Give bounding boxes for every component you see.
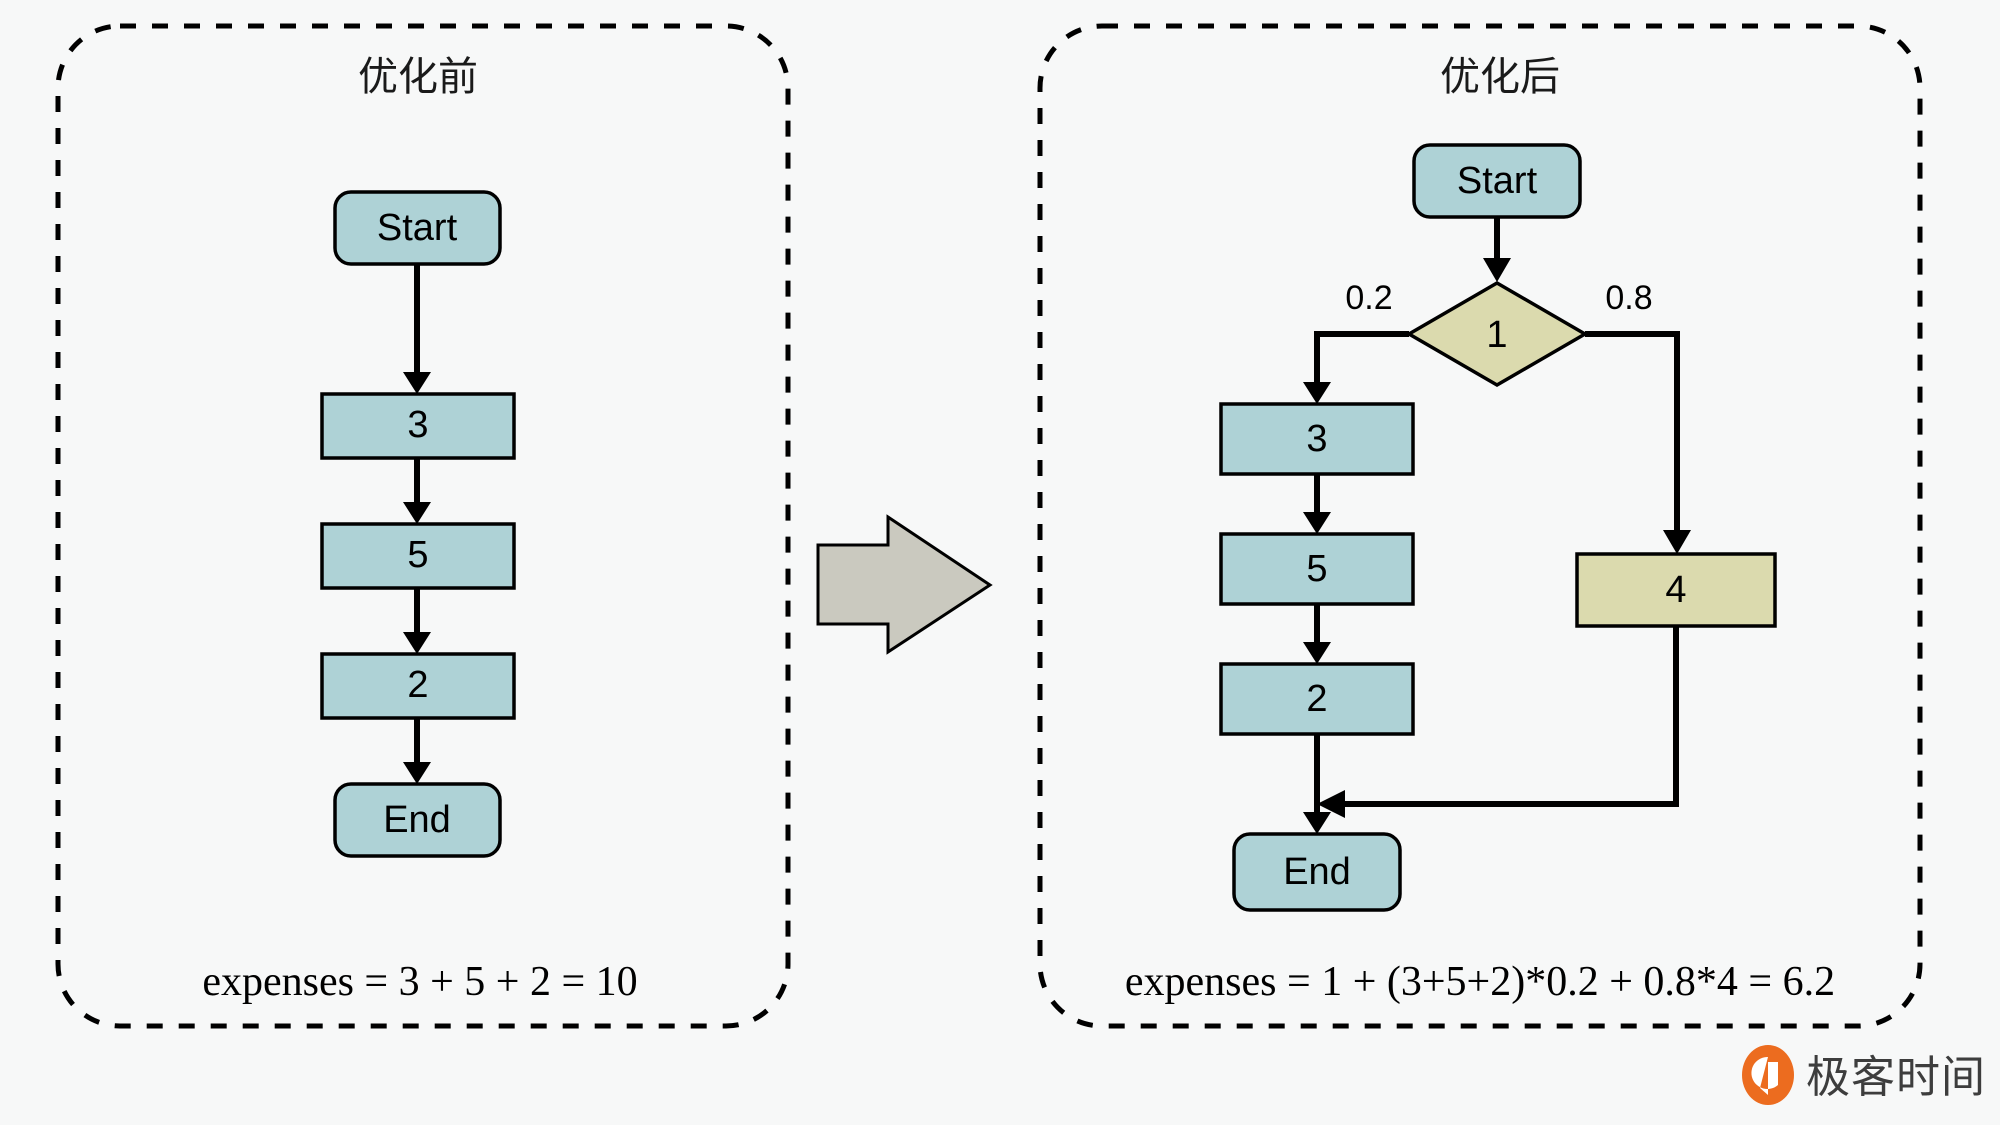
edge-after-4-end [1345, 626, 1679, 807]
node-after-decision [1405, 280, 1589, 388]
transition-arrow-icon [816, 514, 993, 655]
node-after-2 [1219, 662, 1415, 736]
formula-after: expenses = 1 + (3+5+2)*0.2 + 0.8*4 = 6.2 [1125, 959, 1835, 1005]
node-after-5 [1219, 532, 1415, 606]
node-before-2-label: 2 [407, 664, 428, 706]
node-after-4 [1575, 552, 1777, 628]
node-after-4-label: 4 [1665, 569, 1686, 611]
arrowhead-before-4 [403, 762, 431, 784]
node-before-3-label: 3 [407, 404, 428, 446]
node-after-5-label: 5 [1306, 548, 1327, 590]
node-before-3 [320, 392, 516, 460]
formula-before: expenses = 3 + 5 + 2 = 10 [202, 959, 637, 1005]
node-after-3 [1219, 402, 1415, 476]
arrowhead-before-1 [403, 372, 431, 394]
arrowhead-after-1 [1483, 258, 1511, 282]
node-before-end [333, 782, 502, 858]
node-before-5 [320, 522, 516, 590]
panel-after-frame [1037, 23, 1923, 1029]
node-before-5-label: 5 [407, 534, 428, 576]
watermark-text: 极客时间 [1806, 1053, 1986, 1102]
watermark: 极客时间 [1742, 1045, 1986, 1105]
arrowhead-after-6 [1303, 812, 1331, 834]
arrowhead-after-3 [1663, 530, 1691, 554]
node-after-start-label: Start [1457, 160, 1538, 202]
node-after-end-label: End [1283, 851, 1351, 893]
arrowhead-before-3 [403, 632, 431, 654]
edge-after-d1-3 [1314, 331, 1409, 382]
arrowhead-before-2 [403, 502, 431, 524]
geektime-logo-glyph [1751, 1056, 1778, 1095]
arrowhead-after-2 [1303, 382, 1331, 404]
edge-after-d1-4 [1585, 331, 1680, 530]
node-after-2-label: 2 [1306, 678, 1327, 720]
arrowhead-after-4 [1303, 512, 1331, 534]
edge-label-left-prob: 0.2 [1345, 279, 1392, 317]
edge-label-right-prob: 0.8 [1605, 279, 1652, 317]
arrowhead-after-merge [1317, 790, 1345, 818]
node-after-decision-label: 1 [1486, 314, 1507, 356]
arrowhead-after-5 [1303, 642, 1331, 664]
panel-before-title: 优化前 [358, 55, 478, 99]
node-after-end [1232, 832, 1402, 912]
panel-after-title: 优化后 [1440, 55, 1560, 99]
node-after-3-label: 3 [1306, 418, 1327, 460]
node-before-start-label: Start [377, 207, 458, 249]
node-before-end-label: End [383, 799, 451, 841]
